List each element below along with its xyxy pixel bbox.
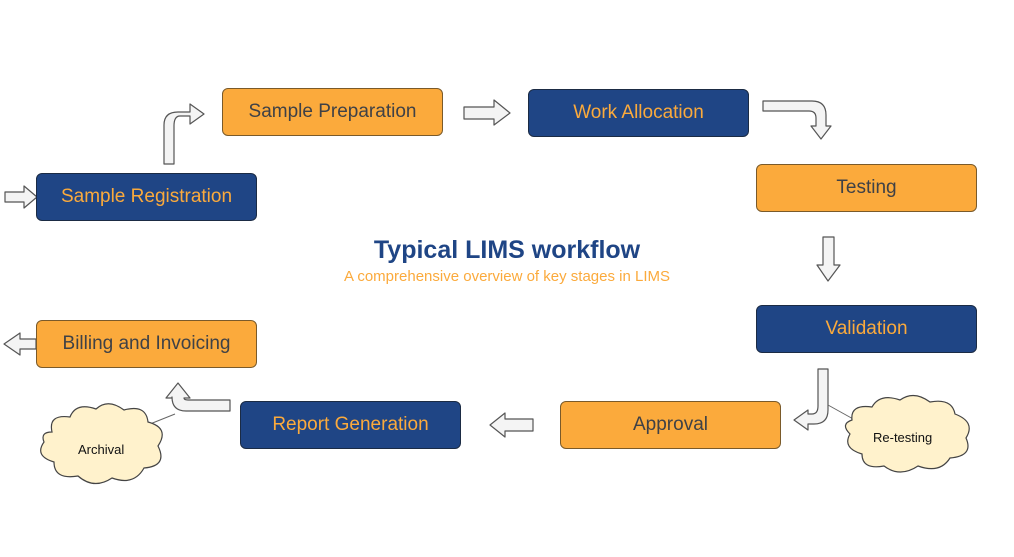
- arrow-approval-to-report: [489, 412, 534, 438]
- archival-note: Archival: [78, 442, 125, 457]
- arrow-report-to-billing: [165, 382, 231, 412]
- exit-arrow: [3, 332, 37, 356]
- stage-validation: Validation: [756, 305, 977, 353]
- stage-label: Sample Preparation: [248, 101, 417, 122]
- stage-label: Approval: [633, 414, 708, 435]
- stage-sample-registration: Sample Registration: [36, 173, 257, 221]
- arrow-validation-to-approval: [793, 368, 829, 431]
- retesting-callout-line: [827, 404, 856, 421]
- stage-label: Work Allocation: [573, 102, 704, 123]
- stage-label: Testing: [836, 177, 897, 198]
- diagram-title: Typical LIMS workflow: [373, 236, 641, 264]
- stage-billing-and-invoicing: Billing and Invoicing: [36, 320, 257, 368]
- stage-label: Report Generation: [272, 414, 429, 435]
- stage-report-generation: Report Generation: [240, 401, 461, 449]
- diagram-subtitle: A comprehensive overview of key stages i…: [344, 268, 670, 285]
- arrow-testing-to-validation: [816, 236, 841, 282]
- stage-work-allocation: Work Allocation: [528, 89, 749, 137]
- stage-label: Validation: [825, 318, 908, 339]
- stage-label: Sample Registration: [60, 186, 233, 207]
- retesting-cloud-shape: [844, 394, 970, 473]
- arrow-work-to-testing: [762, 100, 832, 140]
- retesting-note: Re-testing: [873, 430, 933, 445]
- stage-testing: Testing: [756, 164, 977, 212]
- arrow-preparation-to-work: [463, 99, 511, 126]
- archival-cloud-shape: [40, 403, 163, 485]
- entry-arrow: [4, 185, 38, 209]
- stage-approval: Approval: [560, 401, 781, 449]
- arrow-registration-to-preparation: [163, 103, 205, 165]
- stage-label: Billing and Invoicing: [62, 333, 231, 354]
- archival-callout-line: [149, 413, 176, 425]
- stage-sample-preparation: Sample Preparation: [222, 88, 443, 136]
